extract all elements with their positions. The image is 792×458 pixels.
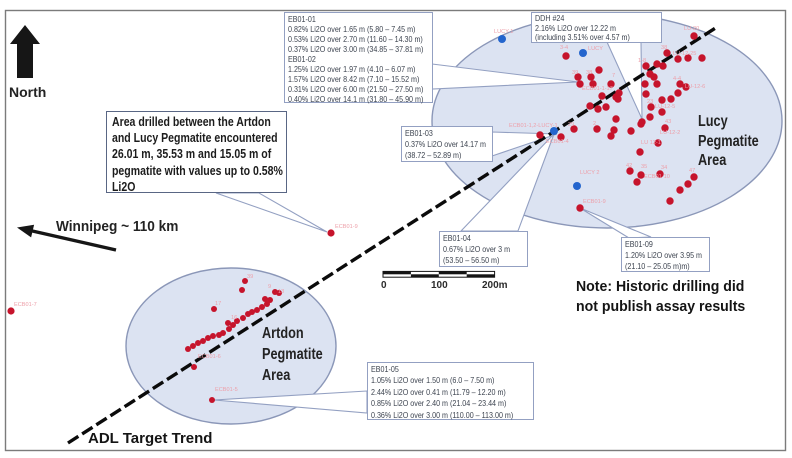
svg-text:17: 17 bbox=[215, 301, 221, 307]
svg-text:42: 42 bbox=[626, 163, 632, 169]
svg-text:43: 43 bbox=[665, 119, 671, 125]
svg-text:35: 35 bbox=[641, 164, 647, 170]
svg-text:47: 47 bbox=[689, 168, 695, 174]
svg-text:LU-12-6: LU-12-6 bbox=[685, 84, 705, 90]
svg-text:38: 38 bbox=[661, 45, 667, 51]
svg-text:23: 23 bbox=[647, 99, 653, 105]
svg-text:ECB01-5: ECB01-5 bbox=[215, 387, 238, 393]
svg-text:LU-12-2: LU-12-2 bbox=[660, 130, 680, 136]
svg-text:LUCY: LUCY bbox=[588, 46, 603, 52]
svg-text:LUCY 2: LUCY 2 bbox=[580, 170, 600, 176]
svg-text:29: 29 bbox=[568, 122, 574, 128]
svg-text:LU-12-25: LU-12-25 bbox=[673, 51, 696, 57]
svg-text:3-4: 3-4 bbox=[560, 45, 568, 51]
svg-text:9: 9 bbox=[268, 284, 271, 290]
svg-text:ECB01-4: ECB01-4 bbox=[546, 139, 569, 145]
svg-text:ECB01-10: ECB01-10 bbox=[644, 174, 670, 180]
svg-text:39: 39 bbox=[572, 70, 578, 76]
svg-text:LU-12-5: LU-12-5 bbox=[655, 104, 675, 110]
svg-text:ECB01-1-17: ECB01-1-17 bbox=[582, 86, 613, 92]
svg-text:2: 2 bbox=[593, 121, 596, 127]
svg-text:7: 7 bbox=[612, 73, 615, 79]
svg-text:39: 39 bbox=[247, 274, 253, 280]
svg-text:ECB01-6: ECB01-6 bbox=[198, 354, 221, 360]
svg-text:38: 38 bbox=[586, 70, 592, 76]
svg-text:ECB01-9: ECB01-9 bbox=[335, 224, 358, 230]
svg-text:13: 13 bbox=[278, 289, 284, 295]
svg-text:ECB01-7: ECB01-7 bbox=[14, 302, 37, 308]
svg-text:LU 12-1: LU 12-1 bbox=[641, 140, 661, 146]
svg-text:4-4: 4-4 bbox=[673, 76, 681, 82]
svg-text:16: 16 bbox=[231, 315, 237, 321]
svg-text:1-8: 1-8 bbox=[638, 58, 646, 64]
svg-text:34: 34 bbox=[661, 165, 667, 171]
svg-text:LU-20: LU-20 bbox=[684, 26, 699, 32]
svg-text:ECB01-1,2-LUCY-1: ECB01-1,2-LUCY-1 bbox=[509, 123, 558, 129]
svg-text:ECB01-9: ECB01-9 bbox=[583, 199, 606, 205]
svg-text:LUCY-1: LUCY-1 bbox=[494, 29, 513, 35]
